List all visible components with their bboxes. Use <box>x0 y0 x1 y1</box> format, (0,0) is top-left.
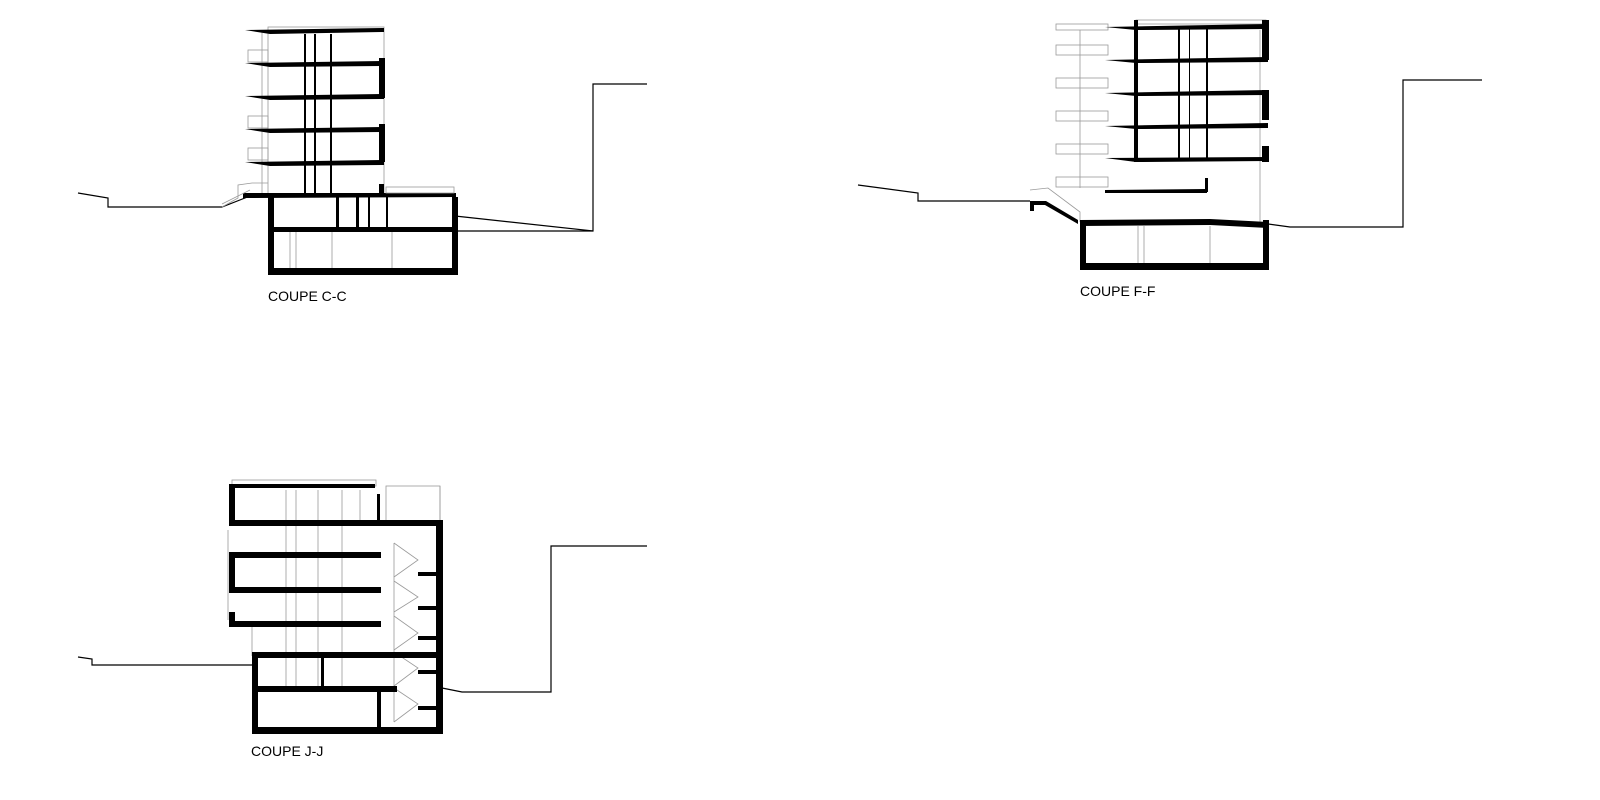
terrain-line-right <box>454 83 647 232</box>
section-j-j-drawing <box>77 479 647 734</box>
terrain-line-left <box>77 192 251 208</box>
section-c-c-drawing <box>77 26 647 275</box>
ground-slab <box>1080 219 1268 228</box>
tower-outline <box>267 26 385 196</box>
terrain-line-left <box>857 184 1030 202</box>
floor-slab <box>1105 57 1268 63</box>
terrain-line-left <box>77 656 252 666</box>
section-label-f-f: COUPE F-F <box>1080 283 1155 299</box>
section-label-j-j: COUPE J-J <box>251 743 323 759</box>
floor-slab <box>1105 24 1268 30</box>
floor-slab <box>1105 189 1207 193</box>
floor-slab <box>1105 157 1268 162</box>
floor-slab <box>245 28 384 34</box>
terrain-line-right <box>1267 79 1482 228</box>
floor-slab <box>1105 90 1268 96</box>
ground-slab <box>243 193 456 198</box>
section-label-c-c: COUPE C-C <box>268 288 347 304</box>
terrain-line-right <box>441 545 647 693</box>
floor-slab <box>1105 123 1268 129</box>
section-f-f-drawing <box>857 19 1482 270</box>
